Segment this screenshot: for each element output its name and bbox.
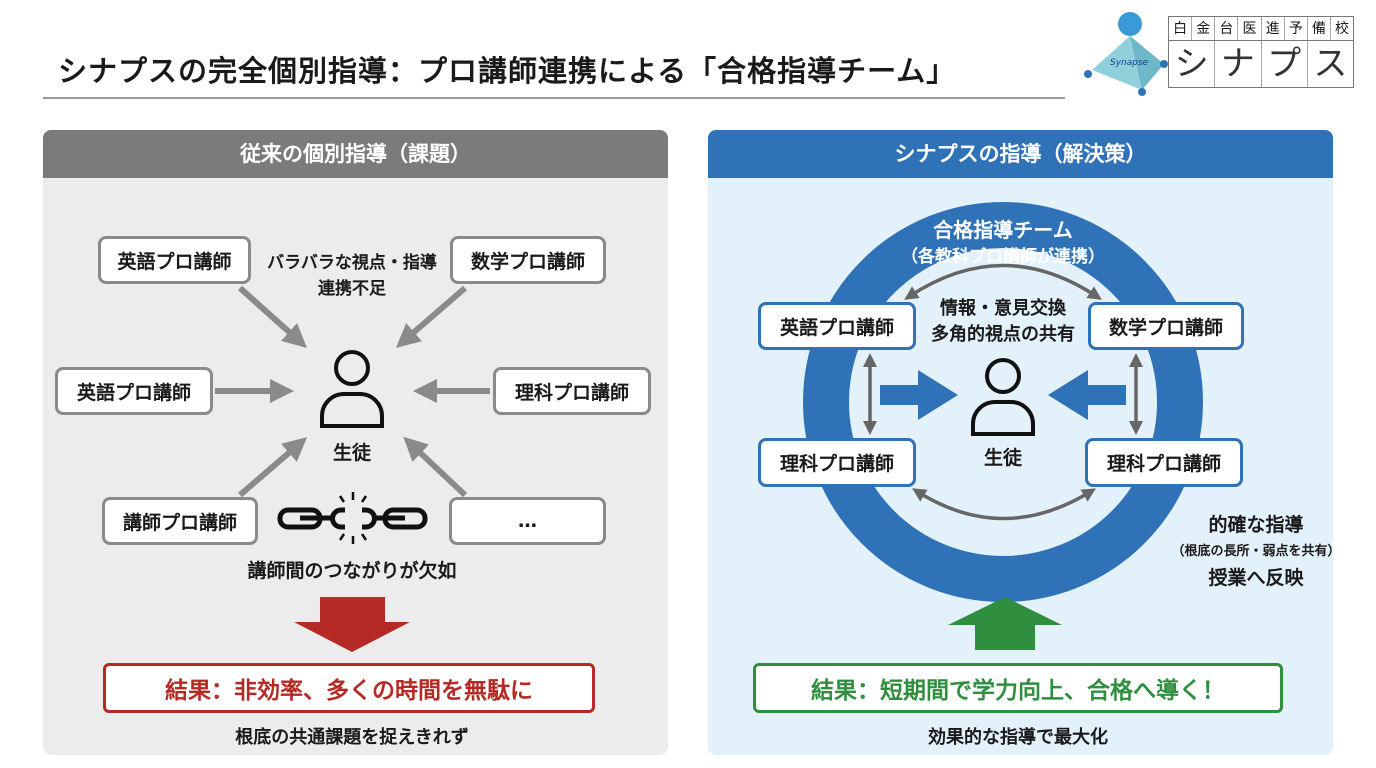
student-label: 生徒 [983, 447, 1023, 469]
result-box: 結果：短期間で学力向上、合格へ導く！ [753, 663, 1283, 713]
result-box: 結果：非効率、多くの時間を無駄に [103, 663, 595, 713]
school-char: 白 [1169, 17, 1193, 40]
brand-char: シ [1169, 41, 1216, 87]
brand-char: プ [1262, 41, 1308, 87]
teacher-box: 講師プロ講師 [102, 497, 258, 545]
footer-text: 効果的な指導で最大化 [928, 727, 1108, 748]
arrow [237, 285, 307, 349]
footer-text: 根底の共通課題を捉えきれず [235, 727, 469, 748]
page-title: シナプスの完全個別指導：プロ講師連携による「合格指導チーム」 [58, 54, 957, 88]
school-char: 進 [1262, 17, 1285, 40]
teacher-box: 英語プロ講師 [55, 367, 213, 415]
brand-char: ナ [1215, 41, 1262, 87]
exchange-text: 情報・意見交換 [940, 298, 1066, 319]
teacher-box: 理科プロ講師 [1085, 438, 1243, 487]
teacher-box: 数学プロ講師 [450, 236, 606, 284]
student-icon [971, 358, 1035, 436]
brand-char: ス [1313, 44, 1348, 84]
teacher-box: 理科プロ講師 [493, 367, 651, 415]
school-char: 金 [1192, 17, 1216, 40]
arrow [403, 436, 468, 498]
title-divider [43, 97, 1065, 99]
broken-chain-icon [277, 492, 428, 544]
school-char: 医 [1238, 17, 1262, 40]
chain-caption: 講師間のつながりが欠如 [247, 560, 457, 582]
arrow [395, 285, 467, 348]
note-text: バラバラな視点・指導 [267, 253, 437, 273]
teacher-box: … [449, 497, 606, 545]
team-subtitle: （各教科プロ講師が連携） [901, 247, 1105, 267]
school-char: 予 [1285, 17, 1308, 40]
side-text: 的確な指導 [1208, 514, 1304, 536]
school-char: 台 [1215, 17, 1239, 40]
exchange-arrow [912, 488, 1096, 521]
side-text: （根底の長所・弱点を共有） [1171, 544, 1341, 559]
teacher-box: 数学プロ講師 [1088, 302, 1244, 350]
teacher-box: 英語プロ講師 [758, 302, 916, 350]
up-arrow [948, 597, 1062, 650]
team-title: 合格指導チーム [933, 218, 1073, 242]
emblem-text: Synapse [1110, 58, 1149, 68]
left-blue-arrow [880, 370, 958, 420]
student-label: 生徒 [332, 442, 372, 464]
exchange-text: 多角的視点の共有 [931, 324, 1075, 345]
side-text: 授業へ反映 [1208, 567, 1304, 589]
student-icon [320, 350, 384, 428]
synapse-heading: シナプスの指導（解決策） [708, 130, 1333, 178]
traditional-heading: 従来の個別指導（課題） [43, 130, 668, 178]
pyramid-emblem-icon: Synapse [1084, 12, 1168, 96]
right-blue-arrow [1048, 370, 1126, 420]
school-char: 校 [1334, 21, 1349, 37]
note-text: 連携不足 [318, 279, 386, 299]
arrow [238, 437, 308, 498]
exchange-arrow [904, 263, 1102, 300]
teacher-box: 英語プロ講師 [98, 236, 251, 284]
teacher-box: 理科プロ講師 [758, 438, 916, 487]
traditional-panel: 従来の個別指導（課題） [43, 130, 668, 755]
down-arrow [294, 597, 410, 652]
logo: Synapse 白 金 台 医 進 予 備 校 シ ナ プ ス [1080, 8, 1360, 98]
school-char: 備 [1308, 17, 1331, 40]
team-ring [803, 202, 1203, 602]
